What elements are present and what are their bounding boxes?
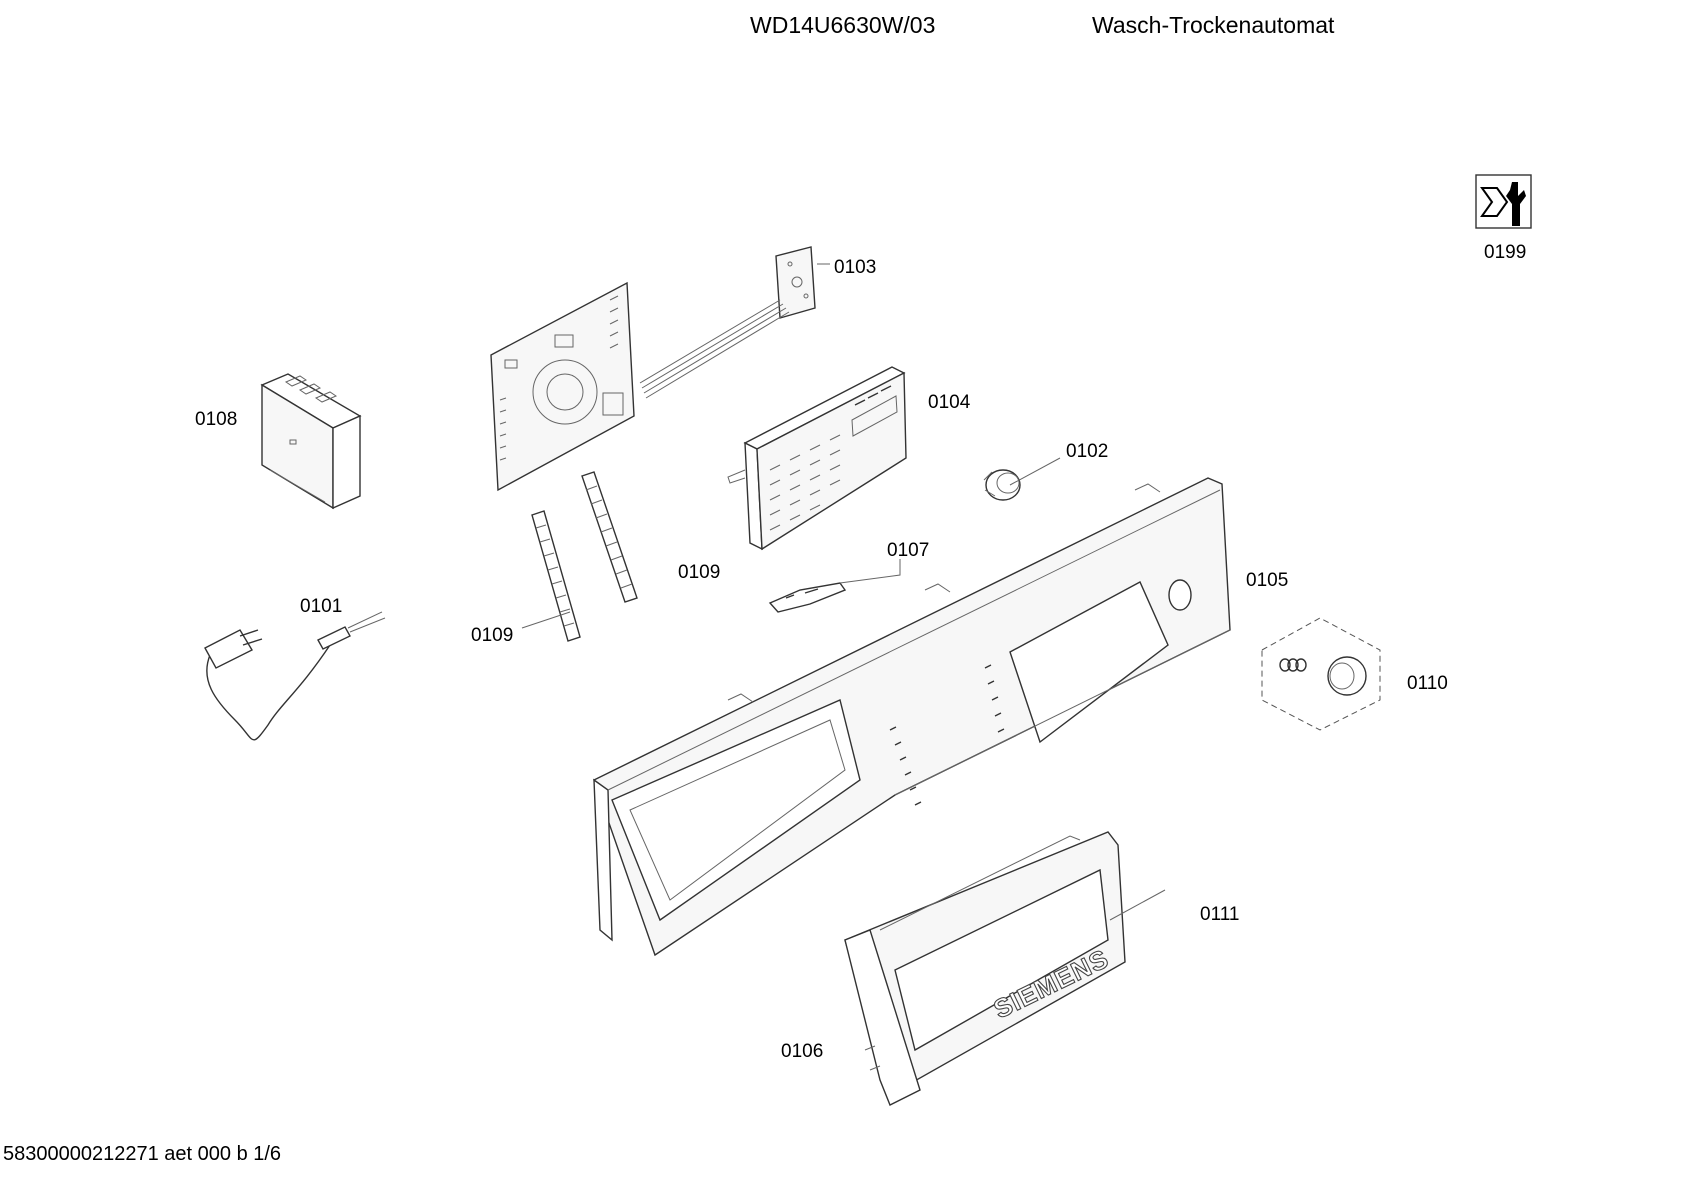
- service-tool-icon: [1475, 174, 1532, 229]
- knob-set-icon: [1261, 617, 1381, 731]
- part-label-0109-right: 0109: [678, 562, 720, 583]
- document-reference: 58300000212271 aet 000 b 1/6: [3, 1143, 282, 1165]
- model-number: WD14U6630W/03: [750, 12, 936, 38]
- part-label-0101: 0101: [300, 596, 342, 617]
- part-label-0109-left: 0109: [471, 625, 513, 646]
- part-label-0107: 0107: [887, 540, 929, 561]
- part-label-0199: 0199: [1484, 242, 1526, 263]
- part-label-0104: 0104: [928, 392, 971, 413]
- part-label-0105: 0105: [1246, 570, 1288, 591]
- small-pcb-icon: [639, 246, 816, 399]
- part-label-0108: 0108: [195, 409, 237, 430]
- part-label-0103: 0103: [834, 257, 876, 278]
- part-label-0111: 0111: [1200, 904, 1239, 925]
- power-cord-icon: [204, 611, 386, 741]
- light-guide-icon: [768, 582, 847, 613]
- part-labels: 0199 0103 0104 0108 0102 0107 0109 0105 …: [195, 242, 1526, 1062]
- appliance-description: Wasch-Trockenautomat: [1092, 12, 1335, 38]
- main-pcb-icon: [490, 281, 635, 492]
- leader-lines: [521, 263, 1166, 921]
- part-label-0106: 0106: [781, 1041, 823, 1062]
- control-panel-fascia-icon: [593, 477, 1231, 957]
- knob-ring-icon: [983, 469, 1021, 501]
- led-light-pipe-icon-b: [581, 471, 638, 603]
- power-module-icon: [260, 373, 362, 510]
- drawer-handle-icon: [844, 929, 921, 1106]
- part-label-0102: 0102: [1066, 441, 1108, 462]
- display-module-icon: [727, 366, 907, 551]
- part-label-0110: 0110: [1407, 673, 1448, 694]
- led-light-pipe-icon-a: [531, 510, 581, 642]
